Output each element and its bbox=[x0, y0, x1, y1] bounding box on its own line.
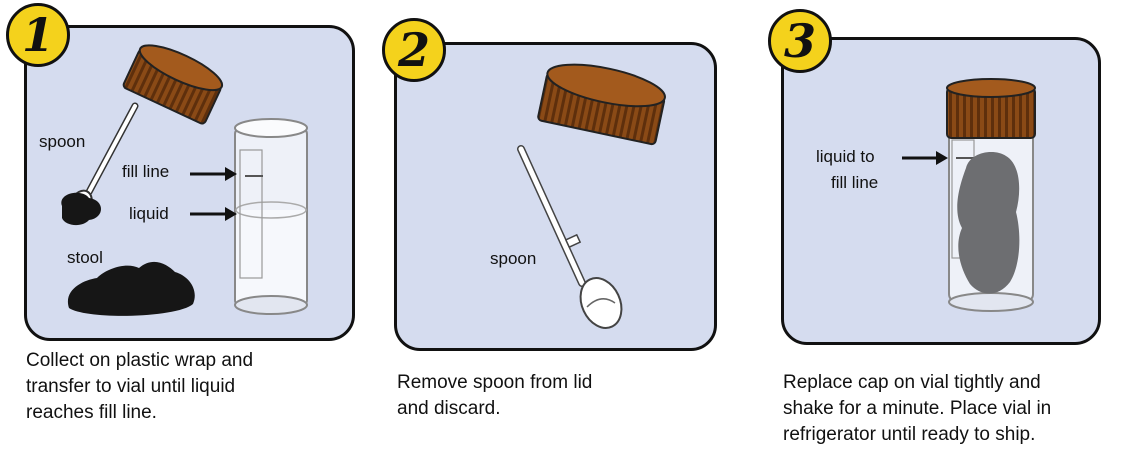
step-1-illustration bbox=[61, 44, 308, 316]
step-3-illustration bbox=[902, 78, 1036, 312]
step-2-caption: Remove spoon from lid and discard. bbox=[397, 370, 592, 422]
cap-icon bbox=[946, 78, 1036, 139]
caption-line: Remove spoon from lid bbox=[397, 372, 593, 393]
caption-line: reaches fill line. bbox=[26, 402, 157, 423]
caption-line: refrigerator until ready to ship. bbox=[783, 424, 1036, 445]
spoon-label: spoon bbox=[490, 249, 537, 268]
caption-line: transfer to vial until liquid bbox=[26, 376, 236, 397]
step-1-caption: Collect on plastic wrap and transfer to … bbox=[26, 348, 253, 426]
vial-icon bbox=[234, 118, 308, 315]
step-3-badge: 3 bbox=[768, 9, 832, 73]
step-3-panel: liquid to fill line bbox=[781, 37, 1101, 345]
liquid-to-fill-line-label-line2: fill line bbox=[831, 173, 879, 192]
step-1-panel: spoon fill line liquid stool bbox=[24, 25, 355, 341]
liquid-label: liquid bbox=[129, 204, 169, 223]
caption-line: shake for a minute. Place vial in bbox=[783, 398, 1052, 419]
stool-sample bbox=[61, 192, 101, 226]
cap-icon bbox=[122, 44, 224, 125]
liquid-to-fill-line-label-line1: liquid to bbox=[816, 147, 875, 166]
step-3-caption: Replace cap on vial tightly and shake fo… bbox=[783, 370, 1051, 448]
stool-icon bbox=[67, 261, 195, 316]
arrow-icon bbox=[190, 207, 237, 221]
cap-icon bbox=[537, 63, 666, 146]
step-2-panel: spoon bbox=[394, 42, 717, 351]
caption-line: Collect on plastic wrap and bbox=[26, 350, 254, 371]
arrow-icon bbox=[190, 167, 237, 181]
fill-line-label: fill line bbox=[122, 162, 170, 181]
step-2-illustration bbox=[517, 63, 666, 329]
caption-line: Replace cap on vial tightly and bbox=[783, 372, 1041, 393]
spoon-icon bbox=[517, 145, 623, 329]
caption-line: and discard. bbox=[397, 398, 501, 419]
spoon-label: spoon bbox=[39, 132, 86, 151]
stool-icon bbox=[957, 152, 1020, 294]
step-2-badge: 2 bbox=[382, 18, 446, 82]
step-1-badge: 1 bbox=[6, 3, 70, 67]
stool-label: stool bbox=[67, 248, 103, 267]
arrow-icon bbox=[902, 151, 948, 165]
